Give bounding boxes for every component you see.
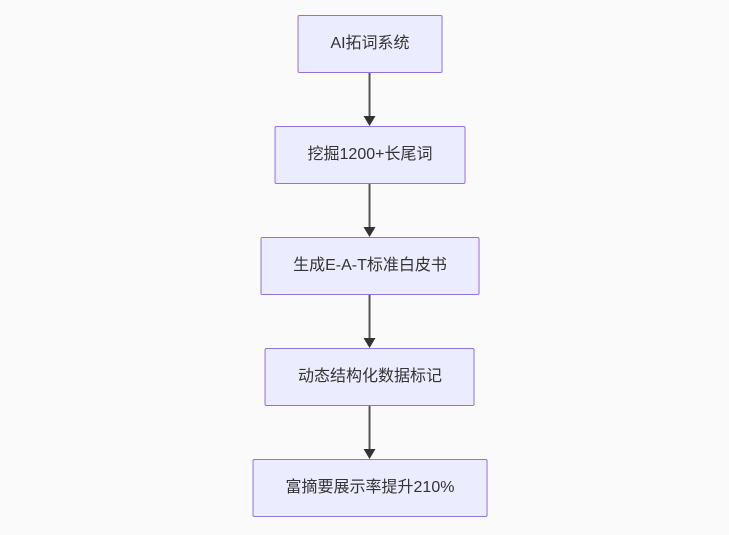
flow-arrow-3 [364,295,376,348]
arrow-line [369,73,371,117]
flow-node-dynamic-structured-data-markup: 动态结构化数据标记 [264,348,475,406]
flow-node-mine-longtail-keywords: 挖掘1200+长尾词 [274,126,466,184]
arrow-down-icon [364,449,376,459]
flow-node-label: 挖掘1200+长尾词 [307,146,433,163]
flow-arrow-2 [364,184,376,237]
arrow-down-icon [364,116,376,126]
flow-arrow-4 [364,406,376,459]
arrow-down-icon [364,338,376,348]
flow-node-label: AI拓词系统 [330,35,410,52]
arrow-line [369,406,371,450]
flow-node-label: 富摘要展示率提升210% [285,479,455,496]
flow-node-rich-snippet-rate-increase: 富摘要展示率提升210% [252,459,488,517]
flowchart: AI拓词系统 挖掘1200+长尾词 生成E-A-T标准白皮书 动态结构化数据标记… [252,15,488,517]
arrow-line [369,184,371,228]
flow-node-label: 动态结构化数据标记 [297,368,442,385]
flow-node-generate-eat-whitepaper: 生成E-A-T标准白皮书 [260,237,480,295]
arrow-down-icon [364,227,376,237]
arrow-line [369,295,371,339]
flow-node-label: 生成E-A-T标准白皮书 [293,257,447,274]
flow-node-ai-word-expansion-system: AI拓词系统 [297,15,443,73]
flow-arrow-1 [364,73,376,126]
